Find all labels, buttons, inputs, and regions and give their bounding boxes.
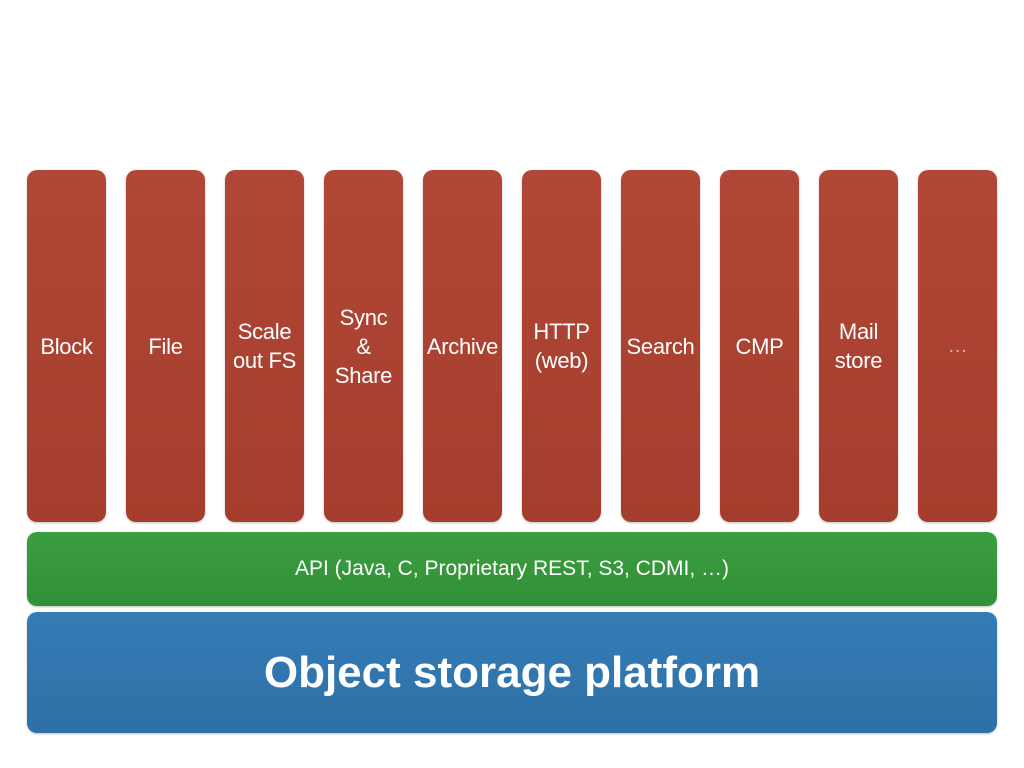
application-columns: Block File Scale out FS Sync & Share Arc… bbox=[27, 170, 997, 522]
column-archive: Archive bbox=[423, 170, 502, 522]
column-scale-out-fs: Scale out FS bbox=[225, 170, 304, 522]
column-http-web: HTTP (web) bbox=[522, 170, 601, 522]
column-more-label: … bbox=[947, 334, 968, 357]
column-search: Search bbox=[621, 170, 700, 522]
column-sync-share: Sync & Share bbox=[324, 170, 403, 522]
column-block-label: Block bbox=[40, 333, 93, 359]
column-search-label: Search bbox=[626, 333, 695, 359]
object-storage-platform-layer: Object storage platform bbox=[27, 612, 997, 733]
column-file-label: File bbox=[148, 333, 183, 359]
column-scale-out-fs-label: Scale out FS bbox=[232, 319, 296, 373]
column-mail-store: Mail store bbox=[819, 170, 898, 522]
column-more: … bbox=[918, 170, 997, 522]
column-block: Block bbox=[27, 170, 106, 522]
column-archive-label: Archive bbox=[426, 333, 499, 359]
column-file: File bbox=[126, 170, 205, 522]
column-cmp: CMP bbox=[720, 170, 799, 522]
column-http-web-label: HTTP (web) bbox=[533, 319, 590, 373]
column-mail-store-label: Mail store bbox=[834, 319, 883, 373]
api-layer: API (Java, C, Proprietary REST, S3, CDMI… bbox=[27, 532, 997, 606]
column-cmp-label: CMP bbox=[735, 333, 784, 359]
api-layer-label: API (Java, C, Proprietary REST, S3, CDMI… bbox=[294, 557, 730, 580]
column-sync-share-label: Sync & Share bbox=[334, 304, 393, 388]
platform-layer-label: Object storage platform bbox=[263, 647, 761, 697]
